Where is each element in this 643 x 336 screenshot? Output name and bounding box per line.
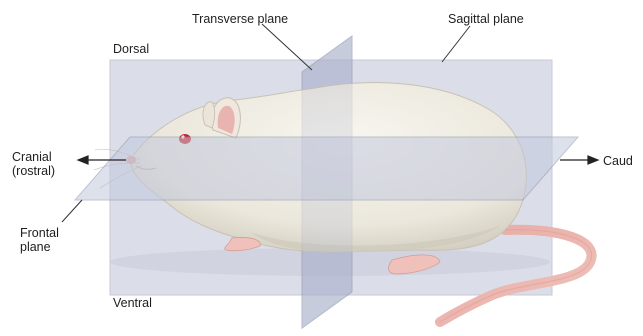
frontal-leader-line [62, 200, 82, 222]
frontal-label-line1: Frontal [20, 226, 59, 240]
ventral-label: Ventral [113, 296, 152, 310]
dorsal-label: Dorsal [113, 42, 149, 56]
sagittal-leader-line [442, 26, 470, 62]
frontal-label-line2: plane [20, 240, 59, 254]
caudal-label: Caud [603, 154, 633, 168]
sagittal-plane-label: Sagittal plane [448, 12, 524, 26]
transverse-plane-label: Transverse plane [192, 12, 288, 26]
frontal-plane-label: Frontal plane [20, 226, 59, 254]
cranial-label-line2: (rostral) [12, 164, 55, 178]
cranial-label-line1: Cranial [12, 150, 55, 164]
cranial-label: Cranial (rostral) [12, 150, 55, 178]
caudal-arrow [560, 156, 598, 164]
